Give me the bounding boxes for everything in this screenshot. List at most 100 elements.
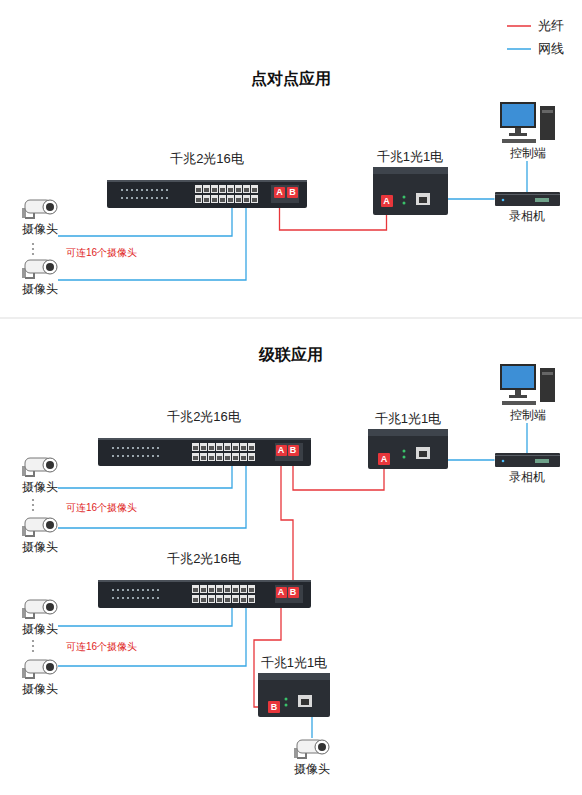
- converter-body: [373, 167, 448, 215]
- legend-entry: 光纤: [506, 18, 564, 34]
- camera-node: 摄像头: [22, 258, 58, 297]
- rj45-slot: [209, 598, 214, 602]
- sfp-cage: [275, 585, 303, 603]
- fiber-port: A: [276, 587, 287, 598]
- ethernet-link: [526, 423, 527, 453]
- converter-node: 千兆1光1电A: [368, 410, 448, 469]
- rj45-slot: [196, 198, 201, 202]
- rj45-slot: [252, 198, 257, 202]
- rj45-slot: [193, 598, 198, 602]
- camera-icon: [22, 598, 58, 620]
- rj45-port: [216, 453, 223, 461]
- camera-node: 摄像头: [22, 456, 58, 495]
- lens: [46, 663, 54, 671]
- lens: [46, 521, 54, 529]
- device-label: 摄像头: [22, 222, 58, 237]
- control-pc-node: 控制端: [500, 100, 556, 161]
- display: [535, 198, 549, 202]
- led: [402, 202, 405, 205]
- dot: [32, 248, 34, 250]
- led: [156, 197, 158, 199]
- lens-ring: [43, 600, 57, 614]
- rj45-port: [227, 185, 234, 193]
- rj45-slot: [220, 188, 225, 192]
- ethernet-link: [311, 717, 312, 738]
- ethernet-link: [58, 608, 232, 626]
- led: [137, 447, 139, 449]
- rj45-slot: [193, 446, 198, 450]
- led: [121, 189, 123, 191]
- rj45-port: [203, 185, 210, 193]
- tower-bay: [542, 110, 553, 113]
- dot: [32, 499, 34, 501]
- camera-icon-art: [22, 258, 58, 280]
- led: [112, 589, 114, 591]
- base: [509, 133, 527, 136]
- camera-icon-art: [22, 658, 58, 680]
- led: [285, 698, 288, 701]
- converter-node: 千兆1光1电A: [373, 148, 448, 215]
- led: [126, 189, 128, 191]
- rj45-slot: [212, 188, 217, 192]
- rj45-slot: [419, 197, 427, 203]
- led: [112, 455, 114, 457]
- led: [136, 197, 138, 199]
- ethernet-link: [58, 466, 232, 488]
- rj45-port: [211, 185, 218, 193]
- lens-ring: [43, 458, 57, 472]
- dot: [32, 650, 34, 652]
- port-label: B: [290, 587, 297, 598]
- device-label: 摄像头: [22, 622, 58, 637]
- dot: [32, 509, 34, 511]
- led: [142, 589, 144, 591]
- ethernet-link: [448, 198, 495, 199]
- front-strip: [495, 194, 560, 195]
- led: [157, 597, 159, 599]
- camera-icon: [22, 258, 58, 280]
- rj45-port: [298, 695, 312, 707]
- led: [151, 189, 153, 191]
- device-label: 摄像头: [22, 282, 58, 297]
- bracket: [25, 273, 34, 278]
- chassis-top: [368, 429, 448, 436]
- rj45-port: [192, 453, 199, 461]
- rj45-port: [208, 585, 215, 593]
- rj45-slot: [233, 588, 238, 592]
- rj45-slot: [217, 456, 222, 460]
- led: [122, 597, 124, 599]
- rj45-slot: [225, 456, 230, 460]
- led: [137, 589, 139, 591]
- ethernet-link: [58, 208, 232, 236]
- camera-node: 摄像头: [22, 198, 58, 237]
- device-label: 录相机: [509, 209, 545, 224]
- chassis: [98, 438, 311, 466]
- sfp-cage: [275, 443, 303, 461]
- device-label: 摄像头: [22, 540, 58, 555]
- dot: [32, 504, 34, 506]
- led: [131, 197, 133, 199]
- lens: [46, 203, 54, 211]
- rj45-port: [192, 585, 199, 593]
- rj45-slot: [236, 198, 241, 202]
- rj45-slot: [228, 198, 233, 202]
- port-label: A: [278, 445, 285, 456]
- rj45-slot: [220, 198, 225, 202]
- rj45-port: [240, 453, 247, 461]
- rj45-port: [200, 595, 207, 603]
- rj45-port: [248, 595, 255, 603]
- rj45-slot: [225, 446, 230, 450]
- rj45-port: [224, 443, 231, 451]
- rj45-port: [248, 443, 255, 451]
- tower-bay: [542, 372, 553, 375]
- led: [132, 447, 134, 449]
- rj45-port: [232, 443, 239, 451]
- rj45-slot: [217, 598, 222, 602]
- switch-node: 千兆2光16电AB: [98, 550, 311, 608]
- screen: [502, 104, 534, 126]
- rj45-slot: [228, 188, 233, 192]
- section-title: 点对点应用: [251, 68, 331, 89]
- led: [117, 455, 119, 457]
- led: [132, 589, 134, 591]
- legend-line: [507, 25, 531, 27]
- led: [142, 455, 144, 457]
